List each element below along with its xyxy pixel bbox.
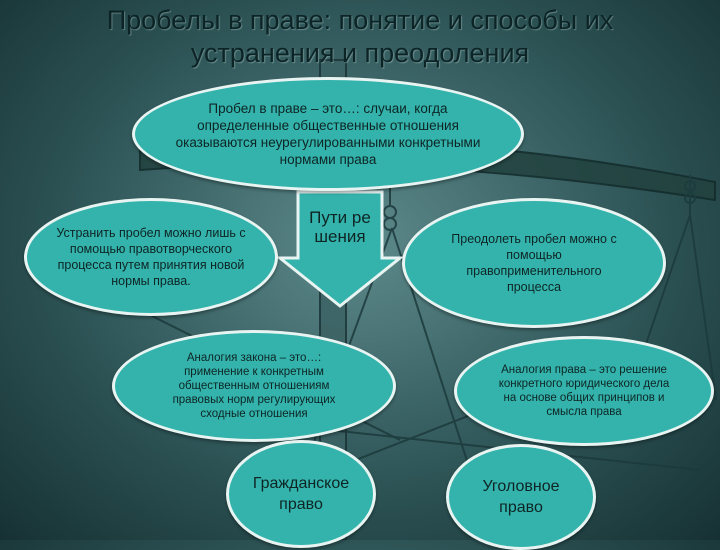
law-analogy-text: Аналогия закона – это…: применение к кон…	[172, 352, 336, 420]
law-analogy-ellipse: Аналогия закона – это…: применение к кон…	[112, 330, 396, 442]
eliminate-gap-ellipse: Устранить пробел можно лишь с помощью пр…	[24, 198, 278, 316]
page-title: Пробелы в праве: понятие и способы их ус…	[106, 5, 614, 68]
criminal-law-ellipse: Уголовное право	[446, 444, 596, 550]
civil-law-ellipse: Гражданское право	[226, 440, 376, 548]
definition-ellipse: Пробел в праве – это…: случаи, когда опр…	[132, 77, 524, 191]
overcome-gap-ellipse: Преодолеть пробел можно с помощью правоп…	[402, 198, 666, 328]
right-analogy-ellipse: Аналогия права – это решение конкретного…	[454, 336, 714, 446]
overcome-gap-text: Преодолеть пробел можно с помощью правоп…	[451, 232, 617, 294]
criminal-law-text: Уголовное право	[482, 478, 560, 516]
civil-law-text: Гражданское право	[252, 475, 350, 513]
right-analogy-text: Аналогия права – это решение конкретного…	[498, 364, 670, 418]
eliminate-gap-text: Устранить пробел можно лишь с помощью пр…	[56, 226, 246, 288]
definition-text: Пробел в праве – это…: случаи, когда опр…	[175, 101, 481, 167]
ways-label: Пути решения	[309, 208, 371, 246]
ways-arrow	[275, 190, 405, 308]
ways-label-container: Пути решения	[290, 192, 390, 300]
